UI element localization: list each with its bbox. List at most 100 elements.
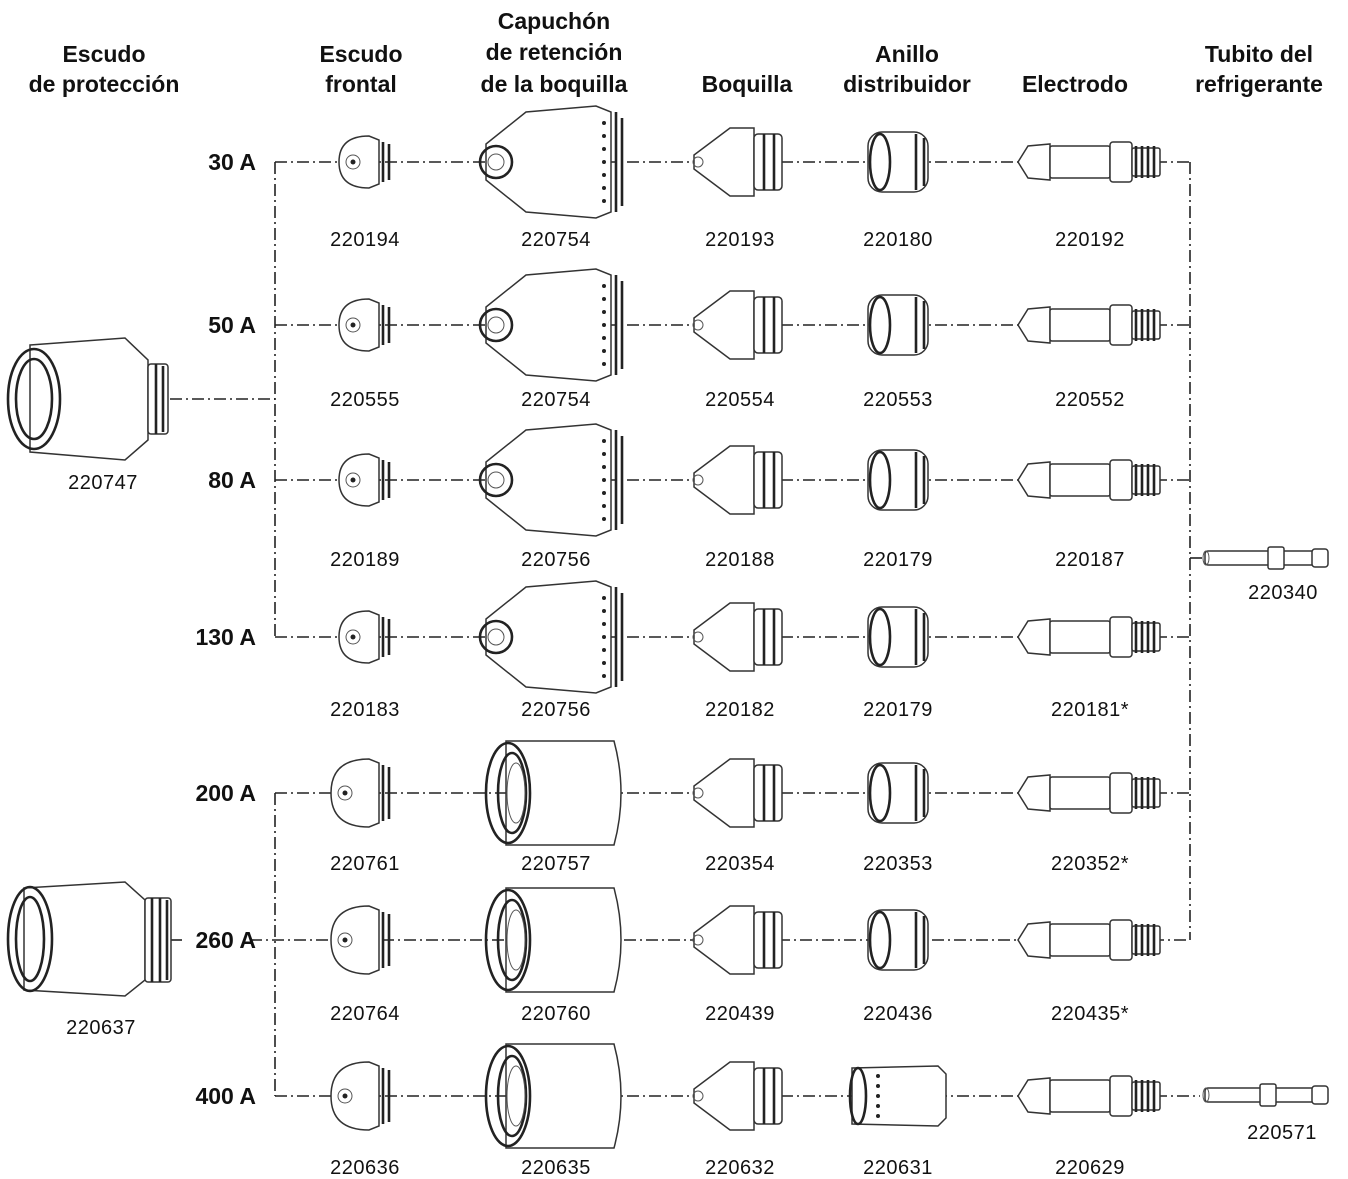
retaining-cap-drawing <box>478 580 624 694</box>
amperage-label: 30 A <box>208 149 256 175</box>
header-electrode: Electrodo <box>1022 71 1128 97</box>
swirl-ring-drawing <box>867 449 929 511</box>
swirl-ring-drawing <box>867 131 929 193</box>
nozzle-drawing <box>692 602 783 672</box>
retaining-cap-part-number: 220756 <box>521 699 591 721</box>
shield-220747-drawing <box>6 337 169 461</box>
retaining-cap-part-number: 220754 <box>521 389 591 411</box>
nozzle-part-number: 220354 <box>705 853 775 875</box>
front-shield-part-number: 220636 <box>330 1157 400 1179</box>
front-shield-drawing <box>338 135 391 189</box>
nozzle-part-number: 220188 <box>705 549 775 571</box>
front-shield-drawing <box>338 298 391 352</box>
header-shield-line1: Escudo <box>62 41 145 67</box>
retaining-cap-drawing <box>484 1043 622 1149</box>
header-nozzle: Boquilla <box>702 71 793 97</box>
electrode-drawing <box>1017 919 1161 961</box>
swirl-ring-part-number: 220353 <box>863 853 933 875</box>
swirl-ring-part-number: 220553 <box>863 389 933 411</box>
header-coolant-tube-line2: refrigerante <box>1195 71 1323 97</box>
electrode-drawing <box>1017 459 1161 501</box>
retaining-cap-drawing <box>478 105 624 219</box>
front-shield-drawing <box>330 1061 391 1131</box>
header-swirl-ring-line2: distribuidor <box>843 71 971 97</box>
nozzle-drawing <box>692 290 783 360</box>
swirl-ring-part-number: 220179 <box>863 699 933 721</box>
swirl-ring-part-number: 220631 <box>863 1157 933 1179</box>
electrode-part-number: 220192 <box>1055 229 1125 251</box>
nozzle-drawing <box>692 758 783 828</box>
nozzle-part-number: 220554 <box>705 389 775 411</box>
header-retaining-cap-line3: de la boquilla <box>481 71 628 97</box>
front-shield-drawing <box>330 758 391 828</box>
swirl-ring-drawing <box>848 1065 947 1127</box>
electrode-part-number: 220352* <box>1051 853 1129 875</box>
nozzle-part-number: 220632 <box>705 1157 775 1179</box>
electrode-part-number: 220552 <box>1055 389 1125 411</box>
retaining-cap-drawing <box>478 423 624 537</box>
swirl-ring-part-number: 220179 <box>863 549 933 571</box>
retaining-cap-part-number: 220754 <box>521 229 591 251</box>
retaining-cap-drawing <box>478 268 624 382</box>
header-swirl-ring-line1: Anillo <box>875 41 939 67</box>
electrode-drawing <box>1017 616 1161 658</box>
header-shield-line2: de protección <box>29 71 180 97</box>
electrode-drawing <box>1017 304 1161 346</box>
retaining-cap-drawing <box>484 740 622 846</box>
nozzle-drawing <box>692 1061 783 1131</box>
swirl-ring-drawing <box>867 606 929 668</box>
nozzle-part-number: 220182 <box>705 699 775 721</box>
swirl-ring-part-number: 220180 <box>863 229 933 251</box>
shield-part-number: 220637 <box>66 1017 136 1039</box>
swirl-ring-drawing <box>867 762 929 824</box>
coolant-tube-part-number: 220571 <box>1247 1122 1317 1144</box>
front-shield-drawing <box>338 610 391 664</box>
front-shield-drawing <box>338 453 391 507</box>
header-retaining-cap-line1: Capuchón <box>498 8 610 34</box>
retaining-cap-part-number: 220635 <box>521 1157 591 1179</box>
shield-220637-drawing <box>6 881 172 997</box>
coolant-tube-220571-drawing <box>1202 1083 1329 1107</box>
coolant-tube-220340-drawing <box>1202 546 1329 570</box>
retaining-cap-part-number: 220756 <box>521 549 591 571</box>
nozzle-drawing <box>692 445 783 515</box>
electrode-part-number: 220187 <box>1055 549 1125 571</box>
front-shield-part-number: 220194 <box>330 229 400 251</box>
electrode-drawing <box>1017 1075 1161 1117</box>
column-headers: Escudo de protección Escudo frontal Capu… <box>29 8 1323 97</box>
nozzle-drawing <box>692 127 783 197</box>
amperage-label: 130 A <box>195 624 256 650</box>
header-retaining-cap-line2: de retención <box>486 39 623 65</box>
front-shield-part-number: 220764 <box>330 1003 400 1025</box>
swirl-ring-part-number: 220436 <box>863 1003 933 1025</box>
electrode-part-number: 220629 <box>1055 1157 1125 1179</box>
row-parts: 220194 220754 220193 220180 220192 220555 2207… <box>330 105 1161 1179</box>
front-shield-part-number: 220189 <box>330 549 400 571</box>
nozzle-part-number: 220193 <box>705 229 775 251</box>
front-shield-part-number: 220555 <box>330 389 400 411</box>
amperage-labels: 30 A 50 A 80 A 130 A 200 A 260 A 400 A <box>195 149 256 1109</box>
shield-part-number: 220747 <box>68 472 138 494</box>
swirl-ring-drawing <box>867 294 929 356</box>
amperage-label: 400 A <box>195 1083 256 1109</box>
amperage-label: 260 A <box>195 927 256 953</box>
retaining-cap-part-number: 220757 <box>521 853 591 875</box>
retaining-cap-part-number: 220760 <box>521 1003 591 1025</box>
nozzle-drawing <box>692 905 783 975</box>
amperage-label: 50 A <box>208 312 256 338</box>
header-coolant-tube-line1: Tubito del <box>1205 41 1313 67</box>
electrode-part-number: 220181* <box>1051 699 1129 721</box>
amperage-label: 80 A <box>208 467 256 493</box>
nozzle-part-number: 220439 <box>705 1003 775 1025</box>
electrode-drawing <box>1017 141 1161 183</box>
retaining-cap-drawing <box>484 887 622 993</box>
header-front-shield-line2: frontal <box>325 71 397 97</box>
front-shield-part-number: 220183 <box>330 699 400 721</box>
electrode-drawing <box>1017 772 1161 814</box>
header-front-shield-line1: Escudo <box>319 41 402 67</box>
swirl-ring-drawing <box>867 909 929 971</box>
electrode-part-number: 220435* <box>1051 1003 1129 1025</box>
amperage-label: 200 A <box>195 780 256 806</box>
coolant-tube-part-number: 220340 <box>1248 582 1318 604</box>
